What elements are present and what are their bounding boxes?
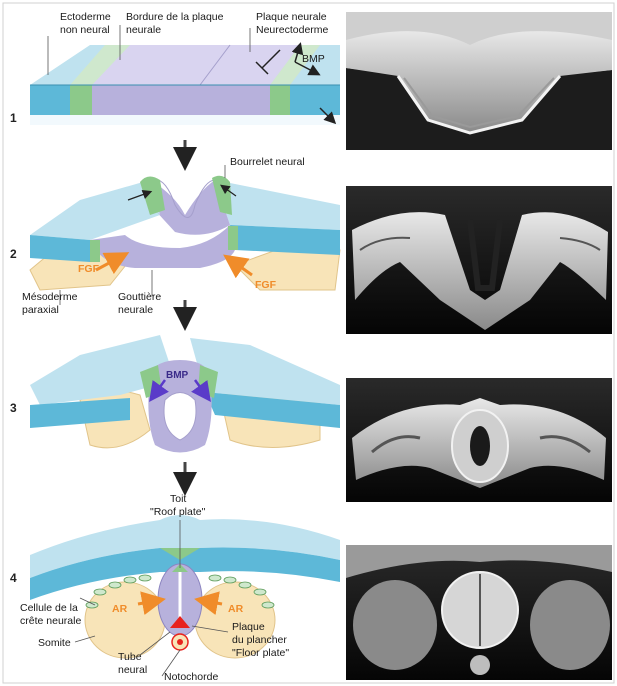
- floor-label-2: du plancher: [232, 634, 287, 646]
- mesoderm-label-2: paraxial: [22, 304, 59, 316]
- stage-3-bmp-label: BMP: [166, 370, 189, 381]
- ectoderm-label-1: Ectoderme: [60, 11, 111, 23]
- floor-label-3: "Floor plate": [232, 647, 289, 659]
- groove-label-1: Gouttière: [118, 291, 161, 303]
- fold-label: Bourrelet neural: [230, 156, 305, 168]
- fgf-label-left: FGF: [78, 263, 100, 275]
- groove-label-2: neurale: [118, 304, 153, 316]
- border-label-2: neurale: [126, 24, 161, 36]
- sem-image-4: [346, 545, 612, 680]
- roof-label-2: "Roof plate": [150, 506, 206, 518]
- crest-label-1: Cellule de la: [20, 602, 78, 614]
- stage-1-border-right: [270, 85, 290, 115]
- crest-label-2: crête neurale: [20, 615, 81, 627]
- tube-label-2: neural: [118, 664, 147, 676]
- stage-3-number: 3: [10, 401, 17, 415]
- stage-1-bmp-label: BMP: [302, 53, 325, 65]
- stage-4-number: 4: [10, 571, 17, 585]
- sem-image-2: [346, 186, 612, 334]
- border-label-1: Bordure de la plaque: [126, 11, 224, 23]
- roof-label-1: Toit: [170, 493, 186, 505]
- notochord-label: Notochorde: [164, 671, 218, 683]
- stage-1-border-left: [70, 85, 92, 115]
- tube-label-1: Tube: [118, 651, 142, 663]
- ar-label-left: AR: [112, 603, 128, 615]
- stage-1-number: 1: [10, 111, 17, 125]
- plate-label-1: Plaque neurale: [256, 11, 327, 23]
- stage-1-neural-plate: [92, 85, 270, 115]
- floor-label-1: Plaque: [232, 621, 265, 633]
- fgf-label-right: FGF: [255, 279, 277, 291]
- sem-image-1: [346, 12, 612, 150]
- ectoderm-label-2: non neural: [60, 24, 110, 36]
- ar-label-right: AR: [228, 603, 244, 615]
- mesoderm-label-1: Mésoderme: [22, 291, 78, 303]
- sem-image-3: [346, 378, 612, 502]
- stage-2-number: 2: [10, 247, 17, 261]
- somite-label: Somite: [38, 637, 71, 649]
- plate-label-2: Neurectoderme: [256, 24, 329, 36]
